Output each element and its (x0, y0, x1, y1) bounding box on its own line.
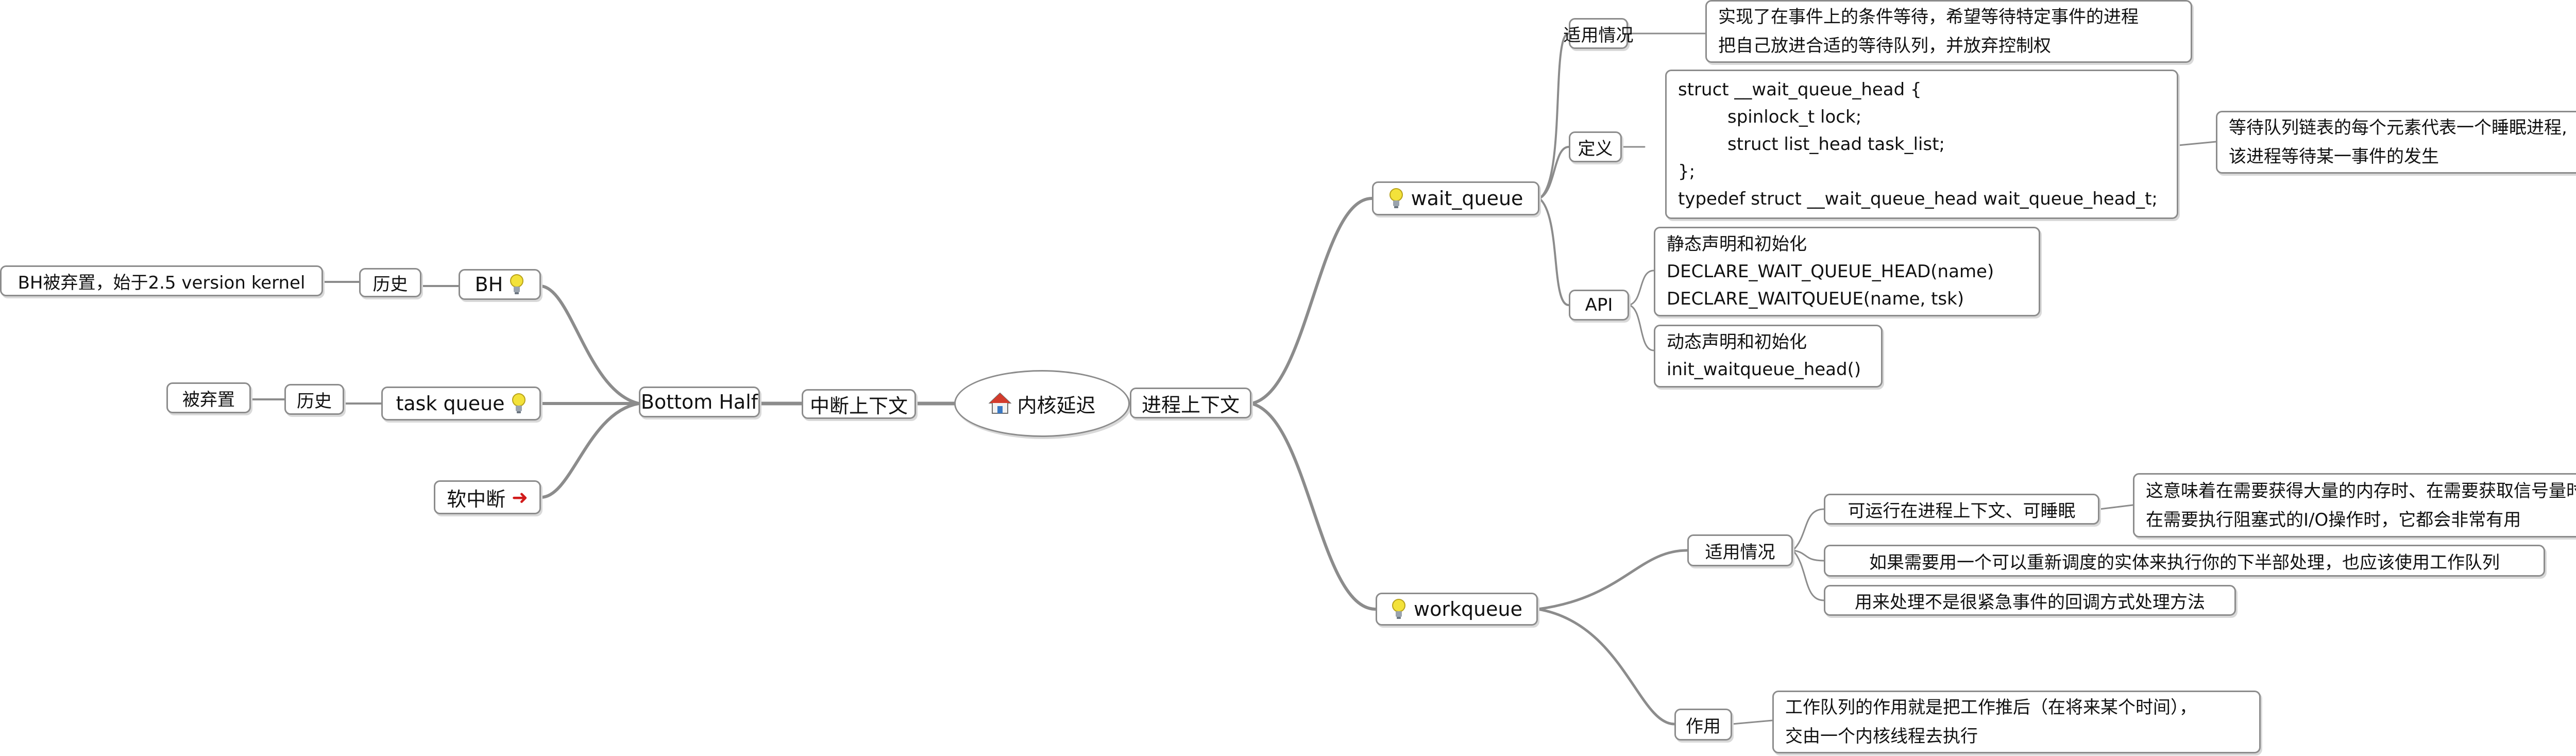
wait-queue-usage-node[interactable]: 适用情况 (1564, 18, 1634, 49)
non-urgent-label: 用来处理不是很紧急事件的回调方式处理方法 (1855, 592, 2205, 613)
role-line: 工作队列的作用就是把工作推后（在将来某个时间）， (1785, 697, 2197, 718)
workqueue-usage-label: 适用情况 (1705, 542, 1775, 563)
wait-queue-usage-detail[interactable]: 实现了在事件上的条件等待，希望等待特定事件的进程 把自己放进合适的等待队列，并放… (1705, 0, 2192, 63)
softirq-label: 软中断 (447, 488, 506, 511)
detail-line: 在需要执行阻塞式的I/O操作时，它都会非常有用 (2146, 509, 2521, 530)
bh-note-node[interactable]: BH被弃置，始于2.5 version kernel (0, 265, 323, 296)
bh-history-label: 历史 (372, 274, 408, 295)
lightbulb-icon (1389, 188, 1403, 208)
workqueue-runnable-node[interactable]: 可运行在进程上下文、可睡眠 (1824, 494, 2099, 525)
api-line: DECLARE_WAITQUEUE(name, tsk) (1667, 288, 1964, 309)
api-static-init[interactable]: 静态声明和初始化 DECLARE_WAIT_QUEUE_HEAD(name) D… (1654, 227, 2040, 316)
code-line: typedef struct __wait_queue_head wait_qu… (1678, 188, 2158, 209)
wait-queue-definition-node[interactable]: 定义 (1569, 131, 1622, 162)
usage-line: 实现了在事件上的条件等待，希望等待特定事件的进程 (1718, 7, 2139, 27)
detail-line: 这意味着在需要获得大量的内存时、在需要获取信号量时， (2146, 480, 2576, 501)
process-context-label: 进程上下文 (1142, 393, 1240, 416)
runnable-label: 可运行在进程上下文、可睡眠 (1848, 500, 2076, 522)
note-line: 该进程等待某一事件的发生 (2229, 146, 2439, 167)
task-queue-history-node[interactable]: 历史 (284, 384, 344, 415)
house-icon (988, 392, 1012, 414)
task-queue-label: task queue (396, 392, 505, 415)
wait-queue-node[interactable]: wait_queue (1372, 181, 1539, 215)
root-label: 内核延迟 (1017, 394, 1096, 417)
root-node[interactable]: 内核延迟 (954, 370, 1130, 437)
definition-label: 定义 (1578, 138, 1613, 159)
task-queue-node[interactable]: task queue (381, 387, 541, 421)
bottom-half-node[interactable]: Bottom Half (639, 387, 760, 417)
lightbulb-icon (1392, 599, 1405, 619)
wait-queue-label: wait_queue (1411, 187, 1523, 210)
bh-note-label: BH被弃置，始于2.5 version kernel (18, 272, 306, 293)
role-label: 作用 (1686, 716, 1721, 737)
code-line: spinlock_t lock; (1727, 106, 1862, 127)
reschedulable-label: 如果需要用一个可以重新调度的实体来执行你的下半部处理，也应该使用工作队列 (1869, 552, 2500, 573)
workqueue-label: workqueue (1413, 598, 1522, 620)
api-line: 动态声明和初始化 (1667, 332, 1807, 352)
api-line: DECLARE_WAIT_QUEUE_HEAD(name) (1667, 261, 1994, 282)
api-label: API (1585, 295, 1613, 315)
bh-history-node[interactable]: 历史 (359, 268, 421, 297)
softirq-node[interactable]: 软中断 ➜ (434, 480, 541, 514)
api-line: init_waitqueue_head() (1667, 359, 1861, 380)
interrupt-context-label: 中断上下文 (810, 394, 908, 417)
note-line: 等待队列链表的每个元素代表一个睡眠进程, (2229, 117, 2567, 138)
role-line: 交由一个内核线程去执行 (1785, 726, 1978, 747)
red-arrow-icon: ➜ (512, 486, 528, 509)
workqueue-role-node[interactable]: 作用 (1674, 709, 1732, 741)
bh-node[interactable]: BH (459, 269, 541, 300)
definition-note[interactable]: 等待队列链表的每个元素代表一个睡眠进程, 该进程等待某一事件的发生 (2216, 111, 2576, 174)
wait-queue-definition-code[interactable]: struct __wait_queue_head { spinlock_t lo… (1665, 70, 2178, 219)
task-queue-note-node[interactable]: 被弃置 (166, 382, 251, 413)
workqueue-usage-node[interactable]: 适用情况 (1687, 534, 1793, 566)
wait-queue-usage-label: 适用情况 (1563, 25, 1634, 46)
task-queue-note-label: 被弃置 (182, 389, 235, 410)
workqueue-role-detail[interactable]: 工作队列的作用就是把工作推后（在将来某个时间）， 交由一个内核线程去执行 (1772, 691, 2261, 753)
api-dynamic-init[interactable]: 动态声明和初始化 init_waitqueue_head() (1654, 325, 1883, 388)
workqueue-runnable-detail[interactable]: 这意味着在需要获得大量的内存时、在需要获取信号量时， 在需要执行阻塞式的I/O操… (2133, 473, 2576, 537)
workqueue-reschedulable-node[interactable]: 如果需要用一个可以重新调度的实体来执行你的下半部处理，也应该使用工作队列 (1824, 545, 2545, 577)
interrupt-context-node[interactable]: 中断上下文 (802, 389, 916, 419)
api-line: 静态声明和初始化 (1667, 233, 1807, 255)
lightbulb-icon (510, 274, 524, 294)
workqueue-node[interactable]: workqueue (1376, 593, 1538, 626)
workqueue-non-urgent-node[interactable]: 用来处理不是很紧急事件的回调方式处理方法 (1824, 585, 2236, 616)
bottom-half-label: Bottom Half (640, 391, 758, 413)
lightbulb-icon (512, 393, 526, 413)
code-line: struct __wait_queue_head { (1678, 79, 1922, 100)
wait-queue-api-node[interactable]: API (1569, 290, 1629, 321)
task-queue-history-label: 历史 (297, 391, 332, 412)
code-line: struct list_head task_list; (1727, 133, 1945, 155)
usage-line: 把自己放进合适的等待队列，并放弃控制权 (1718, 36, 2051, 56)
bh-label: BH (474, 273, 503, 296)
process-context-node[interactable]: 进程上下文 (1130, 388, 1251, 418)
code-line: }; (1678, 161, 1696, 182)
